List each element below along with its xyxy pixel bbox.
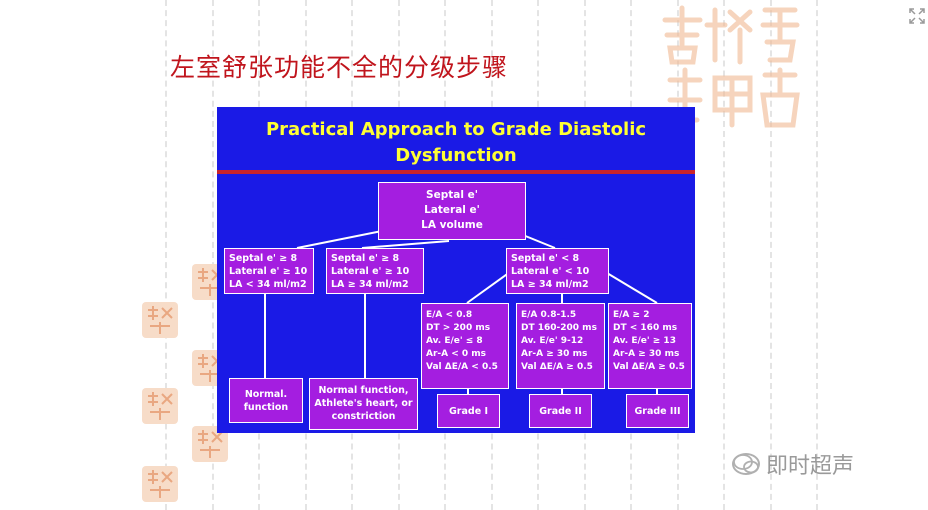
node-line: LA < 34 ml/m2 [229,279,307,290]
outcome-athlete: Normal function, Athlete's heart, or con… [309,378,418,430]
node-line: constriction [331,411,396,422]
node-line: Val ΔE/A ≥ 0.5 [613,362,685,372]
page-title: 左室舒张功能不全的分级步骤 [170,53,509,82]
node-line: DT < 160 ms [613,323,678,333]
criteria-node-3: E/A ≥ 2 DT < 160 ms Av. E/e' ≥ 13 Ar-A ≥… [608,303,692,389]
guide-line [723,0,725,510]
connector-root-branch-2 [361,240,450,249]
node-line: DT > 200 ms [426,323,491,333]
root-node: Septal e' Lateral e' LA volume [378,182,526,240]
guide-line [212,0,214,510]
connector-root-branch-1 [296,230,383,249]
node-line: function [243,402,289,413]
title-divider [217,170,695,174]
node-line: Av. E/e' ≥ 13 [613,336,676,346]
guide-line [165,0,167,510]
node-line: Septal e' [426,189,478,201]
node-line: E/A 0.8-1.5 [521,310,577,320]
outcome-grade-2: Grade II [529,394,592,428]
watermark-text: 即时超声 [766,454,855,479]
node-line: Grade I [449,406,488,417]
node-line: Septal e' < 8 [511,253,580,264]
branch-node-1: Septal e' ≥ 8 Lateral e' ≥ 10 LA < 34 ml… [224,248,314,294]
branch-node-2: Septal e' ≥ 8 Lateral e' ≥ 10 LA ≥ 34 ml… [326,248,424,294]
node-line: Lateral e' < 10 [511,266,590,277]
node-line: DT 160-200 ms [521,323,597,333]
decorative-seal [142,302,178,338]
node-line: LA ≥ 34 ml/m2 [331,279,409,290]
node-line: Lateral e' [424,204,480,216]
node-line: Ar-A < 0 ms [426,349,487,359]
node-line: E/A < 0.8 [426,310,473,320]
node-line: LA volume [421,219,483,231]
node-line: Normal function, [318,385,409,396]
node-line: Ar-A ≥ 30 ms [521,349,588,359]
node-line: Normal. [244,389,288,400]
node-line: Septal e' ≥ 8 [229,253,298,264]
node-line: E/A ≥ 2 [613,310,650,320]
wechat-watermark: 即时超声 [732,448,854,480]
outcome-normal: Normal. function [229,378,303,423]
node-line: Val ΔE/A < 0.5 [426,362,498,372]
criteria-node-2: E/A 0.8-1.5 DT 160-200 ms Av. E/e' 9-12 … [516,303,605,389]
guide-line [816,0,818,510]
node-line: Lateral e' ≥ 10 [331,266,410,277]
diagram-slide: Practical Approach to Grade Diastolic Dy… [217,107,695,433]
node-line: Av. E/e' ≤ 8 [426,336,483,346]
criteria-node-1: E/A < 0.8 DT > 200 ms Av. E/e' ≤ 8 Ar-A … [421,303,509,389]
node-line: Septal e' ≥ 8 [331,253,400,264]
slide-title-line: Dysfunction [395,145,517,166]
node-line: Ar-A ≥ 30 ms [613,349,680,359]
branch-node-3: Septal e' < 8 Lateral e' < 10 LA ≥ 34 ml… [506,248,609,294]
outcome-grade-1: Grade I [437,394,500,428]
node-line: LA ≥ 34 ml/m2 [511,279,589,290]
node-line: Av. E/e' 9-12 [521,336,584,346]
node-line: Val ΔE/A ≥ 0.5 [521,362,593,372]
expand-icon[interactable] [908,8,926,26]
guide-line [770,0,772,510]
outcome-grade-3: Grade III [626,394,689,428]
decorative-seal [142,388,178,424]
decorative-seal-large [655,0,805,140]
node-line: Athlete's heart, or [314,398,413,409]
node-line: Grade III [634,406,681,417]
node-line: Lateral e' ≥ 10 [229,266,308,277]
slide-title-line: Practical Approach to Grade Diastolic [265,119,647,140]
node-line: Grade II [539,406,582,417]
decorative-seal [142,466,178,502]
wechat-icon [732,453,760,475]
slide-title: Practical Approach to Grade Diastolic Dy… [217,117,695,169]
